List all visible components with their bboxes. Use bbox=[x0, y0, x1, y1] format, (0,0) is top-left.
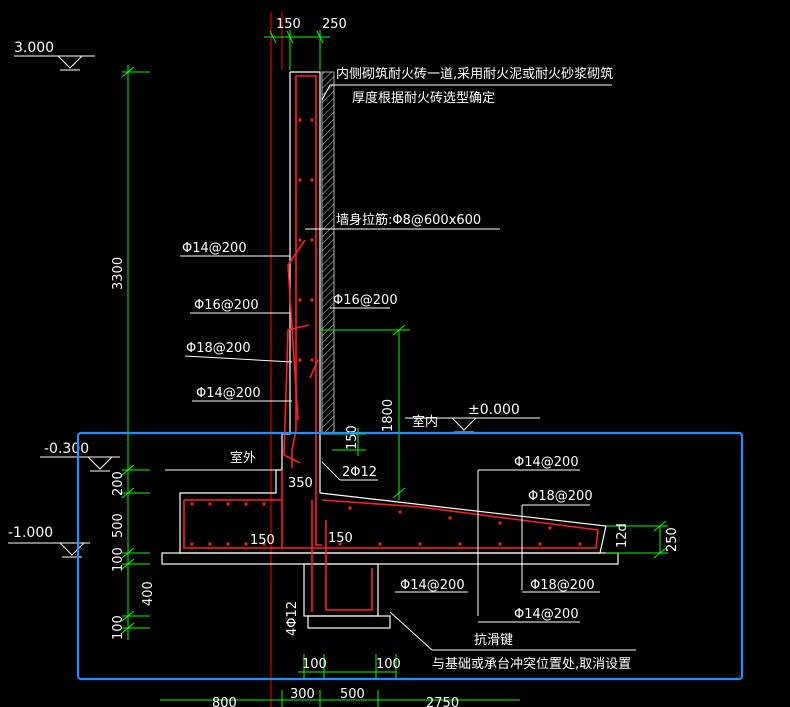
dimension-lines bbox=[121, 30, 668, 707]
rebar bbox=[183, 75, 599, 612]
rebar-label-r3: Φ16@200 bbox=[333, 293, 398, 308]
dim-key-100a: 100 bbox=[302, 657, 327, 672]
rebar-label-r10: Φ18@200 bbox=[530, 578, 595, 593]
dim-base-150b: 150 bbox=[328, 531, 353, 546]
firebrick-lining bbox=[321, 71, 335, 435]
rebar-label-r5: Φ14@200 bbox=[196, 386, 261, 401]
level-indoor: ±0.000 bbox=[468, 402, 520, 418]
rebar-label-r2: Φ16@200 bbox=[194, 298, 259, 313]
dim-top-250: 250 bbox=[322, 17, 347, 32]
drawing-text: 3.000 -0.300 -1.000 ±0.000 内侧砌筑耐火砖一道,采用耐… bbox=[8, 17, 680, 707]
rebar-label-r4: Φ18@200 bbox=[186, 341, 251, 356]
dim-200: 200 bbox=[111, 471, 126, 496]
dim-350: 350 bbox=[288, 476, 313, 491]
rebar-label-r9: Φ14@200 bbox=[400, 578, 465, 593]
dim-toe-250: 250 bbox=[665, 527, 680, 552]
rebar-label-r6: 2Φ12 bbox=[342, 465, 377, 480]
dim-base-150a: 150 bbox=[250, 533, 275, 548]
rebar-label-r11: Φ14@200 bbox=[514, 607, 579, 622]
level-ground-outside: -0.300 bbox=[44, 441, 89, 457]
level-lines bbox=[8, 55, 540, 558]
rebar-label-r7: Φ14@200 bbox=[514, 455, 579, 470]
dim-1800: 1800 bbox=[381, 399, 396, 432]
rebar-label-r1: Φ14@200 bbox=[182, 241, 247, 256]
label-inside: 室内 bbox=[412, 414, 438, 430]
rebar-dots bbox=[190, 118, 582, 546]
rebar-label-r12: 4Φ12 bbox=[285, 601, 300, 636]
note-firebrick-1: 内侧砌筑耐火砖一道,采用耐火泥或耐火砂浆砌筑 bbox=[336, 66, 613, 82]
level-bottom: -1.000 bbox=[8, 525, 53, 541]
level-top: 3.000 bbox=[14, 40, 54, 56]
dim-100b: 100 bbox=[111, 615, 126, 640]
selection-box[interactable] bbox=[76, 431, 744, 681]
dim-wall-150: 150 bbox=[345, 425, 360, 450]
dim-400: 400 bbox=[141, 581, 156, 606]
dim-500: 500 bbox=[111, 513, 126, 538]
center-lines bbox=[270, 12, 283, 707]
note-shear-key: 与基础或承台冲突位置处,取消设置 bbox=[432, 656, 631, 672]
dim-key-100b: 100 bbox=[376, 657, 401, 672]
dim-100a: 100 bbox=[111, 547, 126, 572]
dim-300: 300 bbox=[290, 687, 315, 702]
leader-lines bbox=[180, 84, 636, 651]
label-shear-key: 抗滑键 bbox=[474, 633, 513, 648]
note-wall-distribution: 墙身拉筋:Φ8@600x600 bbox=[336, 212, 481, 228]
rebar-label-r13: 12d bbox=[615, 523, 630, 548]
dim-2750: 2750 bbox=[426, 696, 459, 707]
dim-top-150: 150 bbox=[276, 17, 301, 32]
label-outside: 室外 bbox=[230, 450, 256, 466]
dim-800: 800 bbox=[212, 696, 237, 707]
rebar-label-r8: Φ18@200 bbox=[528, 489, 593, 504]
dim-3300: 3300 bbox=[111, 257, 126, 290]
dim-500: 500 bbox=[340, 687, 365, 702]
note-firebrick-2: 厚度根据耐火砖选型确定 bbox=[352, 90, 495, 106]
